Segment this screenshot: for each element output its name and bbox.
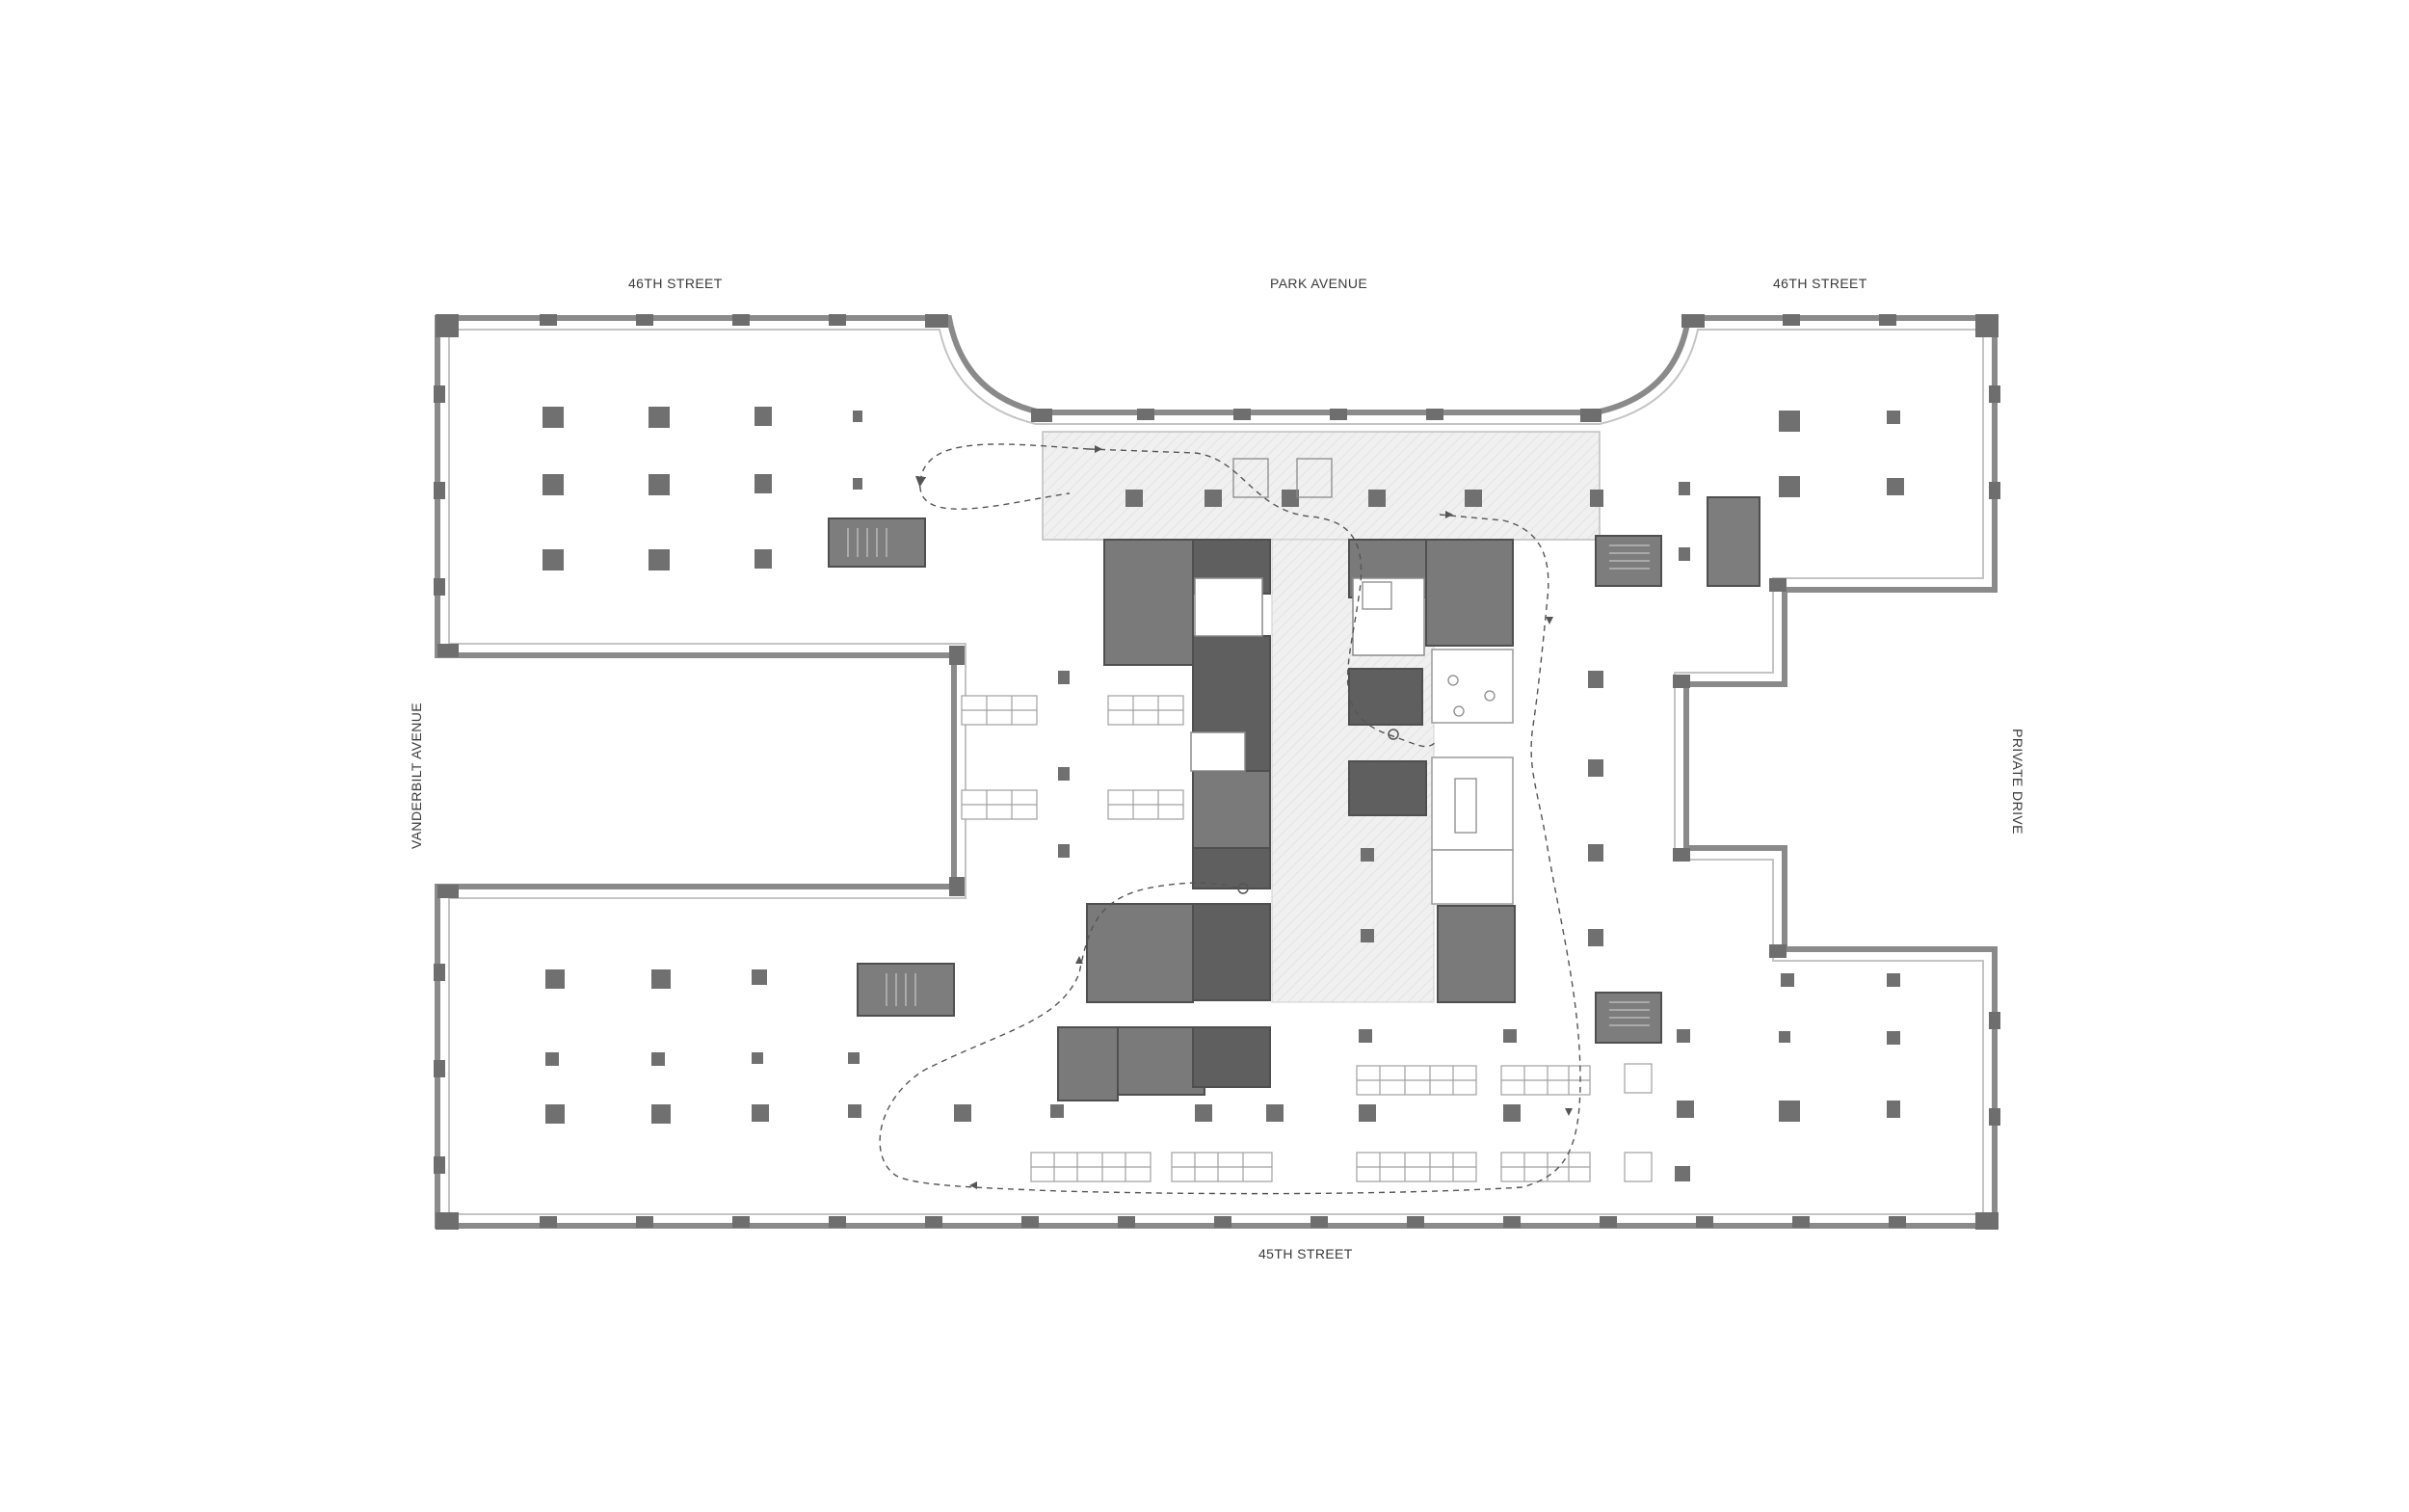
conference-tables bbox=[1232, 458, 1496, 834]
street-label-private-drive: PRIVATE DRIVE bbox=[2010, 729, 2025, 835]
street-label-46th-west: 46TH STREET bbox=[628, 276, 723, 291]
stair-treads bbox=[847, 528, 1650, 1026]
meeting-rooms bbox=[1431, 649, 1514, 905]
path-markers bbox=[1237, 729, 1399, 894]
perimeter-piers bbox=[434, 314, 2000, 1230]
path-arrows bbox=[969, 445, 1573, 1189]
street-label-vanderbilt: VANDERBILT AVENUE bbox=[409, 702, 424, 849]
street-label-46th-east: 46TH STREET bbox=[1773, 276, 1867, 291]
street-label-45th: 45TH STREET bbox=[1258, 1246, 1353, 1261]
building-outline-inner bbox=[448, 329, 1984, 1215]
street-label-park-avenue: PARK AVENUE bbox=[1270, 276, 1368, 291]
service-cores bbox=[1057, 539, 1516, 1101]
circulation-path bbox=[879, 443, 1581, 1195]
stair-cores bbox=[828, 496, 1760, 1044]
workstations bbox=[961, 695, 1653, 1182]
core-rooms bbox=[1190, 577, 1425, 772]
